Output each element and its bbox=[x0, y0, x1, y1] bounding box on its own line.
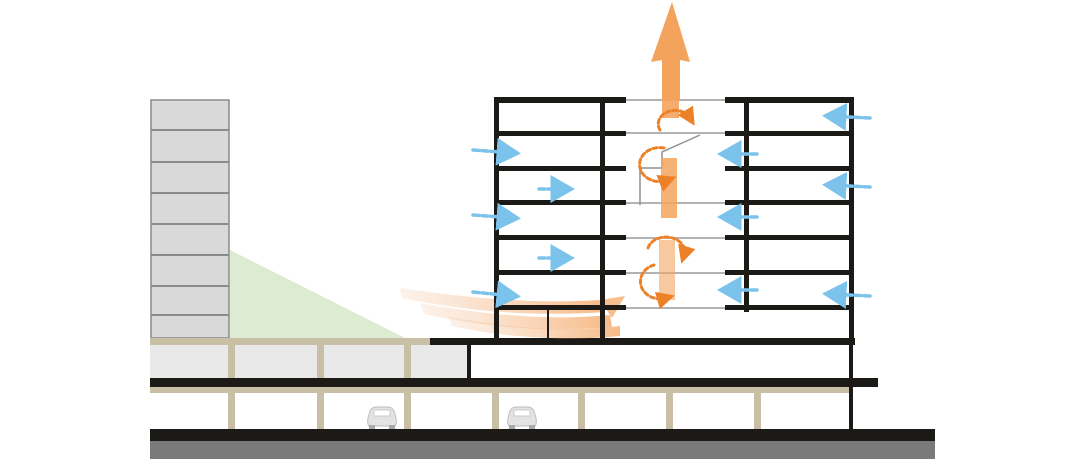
lower-columns bbox=[228, 393, 761, 429]
orange-swirl-arrow-icon bbox=[639, 263, 675, 310]
blue-air-arrow-icon bbox=[471, 202, 521, 231]
up-exhaust-arrow-icon bbox=[651, 2, 690, 300]
orange-swirl-arrow-icon bbox=[638, 146, 677, 192]
orange-swirl-arrow-icon bbox=[646, 235, 696, 264]
deck-slab-beige bbox=[150, 387, 850, 393]
car-icon bbox=[367, 406, 397, 429]
ground-band bbox=[150, 440, 935, 459]
blue-air-arrow-icon bbox=[471, 280, 521, 309]
neighbor-building bbox=[150, 99, 230, 339]
orange-swirl-arrow-icon bbox=[656, 105, 695, 132]
sunlight-wedge bbox=[230, 250, 405, 338]
car-icon bbox=[507, 406, 537, 429]
lower-column-black bbox=[849, 387, 853, 429]
blue-air-arrow-icon bbox=[822, 102, 872, 131]
blue-air-arrow-icon bbox=[822, 280, 872, 309]
deck-slab bbox=[150, 378, 878, 387]
blue-air-arrow-icon bbox=[822, 171, 872, 200]
ground-slab bbox=[150, 429, 935, 441]
blue-air-arrow-icon bbox=[471, 137, 521, 166]
podium bbox=[150, 338, 855, 380]
